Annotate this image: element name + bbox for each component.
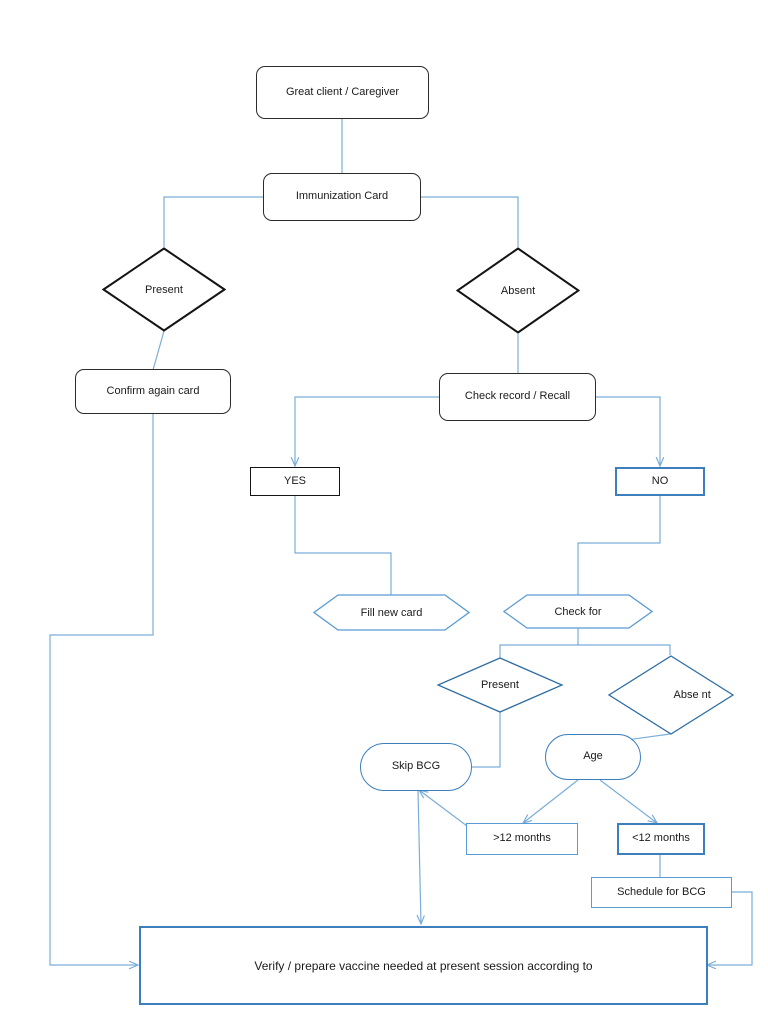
node-check-record-recall[interactable]: Check record / Recall — [439, 373, 596, 421]
node-under-12-months-label: <12 months — [632, 832, 690, 845]
node-check-for[interactable]: Check for — [503, 594, 653, 629]
node-yes[interactable]: YES — [250, 467, 340, 496]
node-verify-prepare[interactable]: Verify / prepare vaccine needed at prese… — [139, 926, 708, 1005]
node-card-present[interactable]: Present — [102, 247, 226, 332]
diamond-shape — [456, 247, 580, 334]
node-confirm-again-card-label: Confirm again card — [106, 384, 200, 397]
node-verify-prepare-label: Verify / prepare vaccine needed at prese… — [254, 958, 593, 973]
edge-present2-to-skipbcg — [472, 712, 501, 768]
diamond-shape — [102, 247, 226, 332]
node-greet-client[interactable]: Great client / Caregiver — [256, 66, 429, 119]
node-check-record-recall-label: Check record / Recall — [464, 390, 571, 403]
edge-age-to-under12 — [599, 779, 657, 823]
node-over-12-months-label: >12 months — [493, 832, 551, 845]
diamond-shape — [437, 657, 563, 713]
node-card-absent[interactable]: Absent — [456, 247, 580, 334]
node-immunization-card-label: Immunization Card — [295, 190, 389, 203]
node-over-12-months[interactable]: >12 months — [466, 823, 578, 855]
edge-age-to-over12 — [523, 779, 579, 823]
edge-checkfor-to-present2 — [499, 628, 579, 658]
node-fill-new-card[interactable]: Fill new card — [313, 594, 470, 631]
node-schedule-for-bcg[interactable]: Schedule for BCG — [591, 877, 732, 908]
edge-checkfor-to-absent2 — [578, 644, 671, 655]
edge-checkrecord-to-yes — [295, 396, 440, 466]
edge-confirm-to-verify — [49, 414, 154, 965]
diamond-shape — [608, 655, 734, 735]
node-skip-bcg-label: Skip BCG — [391, 760, 441, 773]
hexagon-shape — [313, 594, 470, 631]
edge-over12-to-skipbcg — [419, 790, 468, 827]
node-age-label: Age — [583, 750, 603, 763]
node-no-label: NO — [651, 474, 669, 487]
node-immunization-card[interactable]: Immunization Card — [263, 173, 421, 221]
node-greet-client-label: Great client / Caregiver — [285, 85, 400, 98]
edge-no-to-checkfor — [577, 496, 661, 596]
node-skip-bcg[interactable]: Skip BCG — [360, 743, 472, 791]
node-yes-label: YES — [283, 474, 306, 487]
edge-checkrecord-to-no — [595, 396, 660, 466]
edge-yes-to-fillnewcard — [294, 496, 392, 596]
node-bcg-absent[interactable]: Abse nt — [608, 655, 734, 735]
node-schedule-for-bcg-label: Schedule for BCG — [617, 885, 706, 898]
node-confirm-again-card[interactable]: Confirm again card — [75, 369, 231, 414]
node-under-12-months[interactable]: <12 months — [617, 823, 705, 855]
edge-card-to-absent — [421, 196, 519, 247]
node-bcg-present[interactable]: Present — [437, 657, 563, 713]
edge-schedule-to-verify — [707, 891, 753, 965]
hexagon-shape — [503, 594, 653, 629]
edge-card-to-present — [163, 196, 263, 247]
node-age[interactable]: Age — [545, 734, 641, 780]
node-no[interactable]: NO — [615, 467, 705, 496]
edge-present-to-confirm — [152, 330, 165, 371]
edge-skipbcg-to-verify — [418, 790, 421, 924]
